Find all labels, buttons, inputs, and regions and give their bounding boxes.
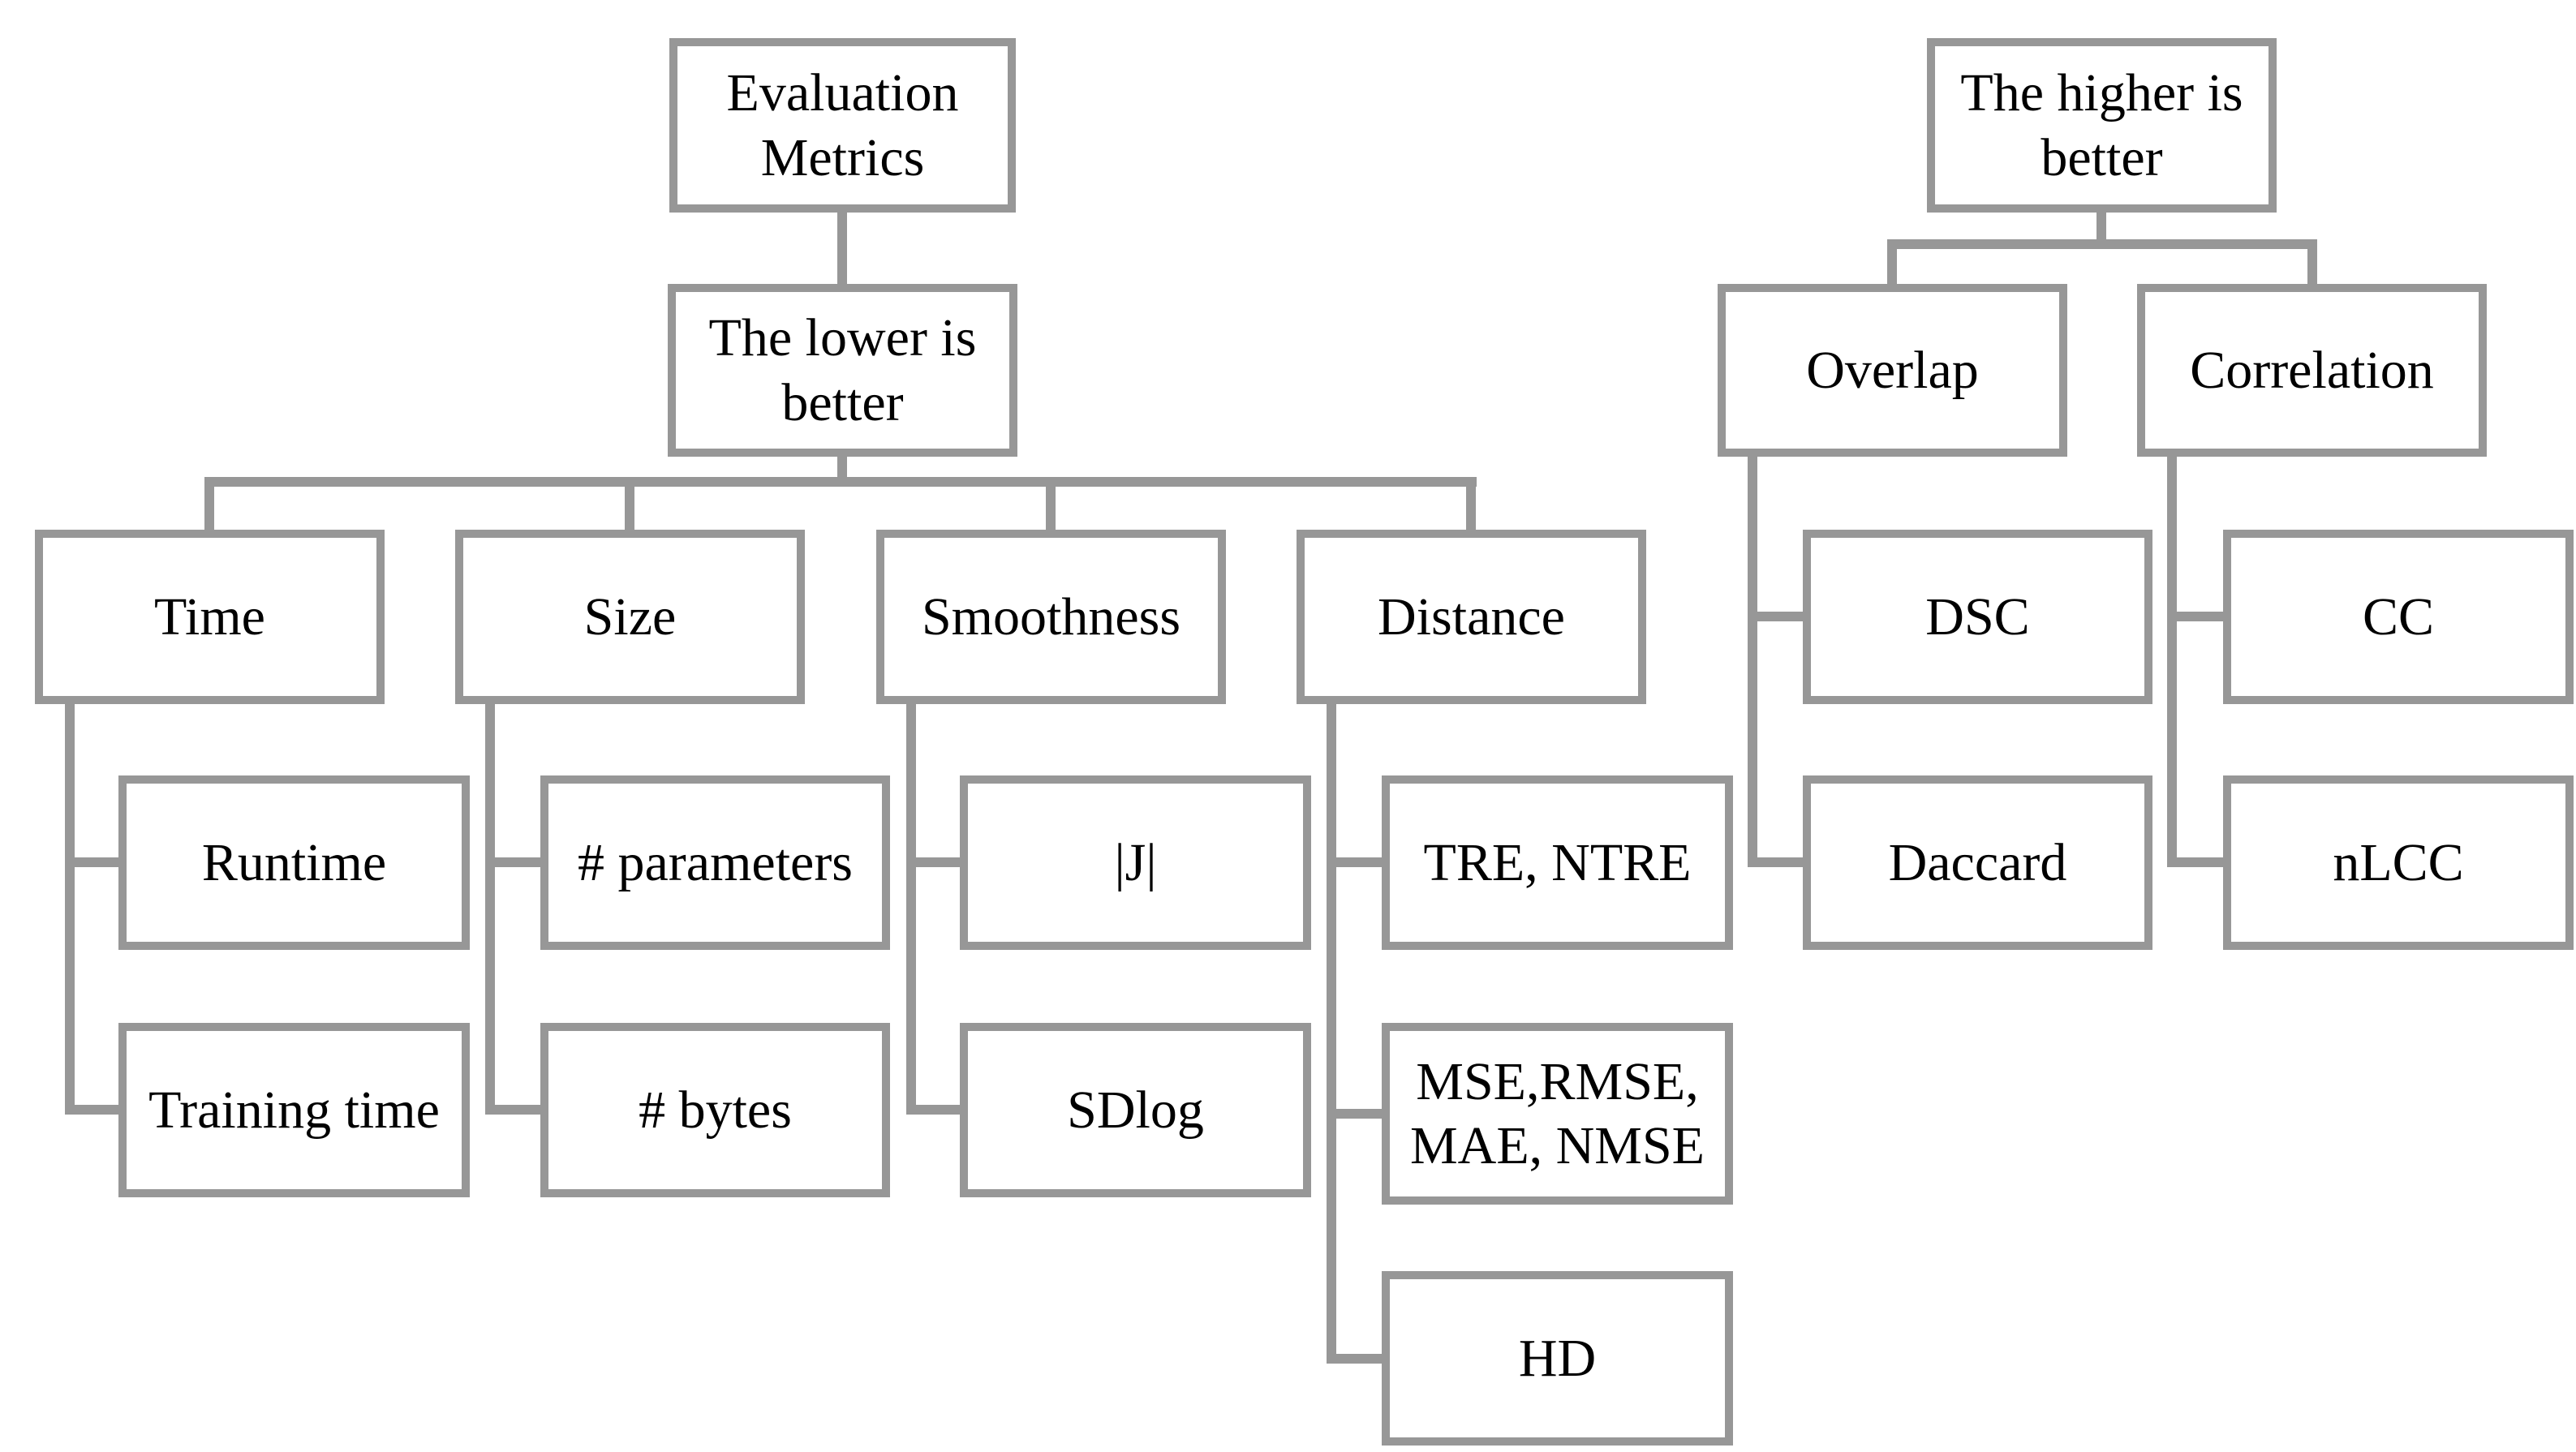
connector-eval-to-lower <box>837 213 847 284</box>
node-num-parameters: # parameters <box>540 775 890 950</box>
connector-correlation-to-cc <box>2167 612 2223 621</box>
connector-bar-to-size <box>625 477 634 530</box>
node-dsc: DSC <box>1803 530 2152 704</box>
connector-distance-to-mse <box>1327 1109 1382 1119</box>
connector-smoothness-vertical <box>906 704 916 1115</box>
connector-time-to-training-time <box>65 1105 118 1115</box>
node-tre-ntre: TRE, NTRE <box>1382 775 1733 950</box>
node-correlation: Correlation <box>2137 284 2487 457</box>
connector-overlap-to-dsc <box>1748 612 1803 621</box>
connector-smoothness-to-jacobian <box>906 857 960 867</box>
node-time: Time <box>35 530 385 704</box>
node-the-lower-is-better: The lower is better <box>668 284 1017 457</box>
node-size: Size <box>455 530 805 704</box>
node-runtime: Runtime <box>118 775 470 950</box>
connector-bar-to-smoothness <box>1046 477 1056 530</box>
node-jacobian-determinant: |J| <box>960 775 1311 950</box>
connector-time-to-runtime <box>65 857 118 867</box>
connector-bar-to-correlation <box>2307 239 2317 284</box>
node-overlap: Overlap <box>1718 284 2067 457</box>
connector-size-to-bytes <box>485 1105 540 1115</box>
connector-distance-to-hd <box>1327 1354 1382 1364</box>
node-sdlog: SDlog <box>960 1023 1311 1197</box>
connector-size-to-parameters <box>485 857 540 867</box>
connector-distance-vertical <box>1327 704 1336 1364</box>
node-mse-rmse-mae-nmse: MSE,RMSE, MAE, NMSE <box>1382 1023 1733 1205</box>
connector-higher-branch-bar <box>1887 239 2317 249</box>
connector-correlation-to-nlcc <box>2167 857 2223 867</box>
node-distance: Distance <box>1297 530 1646 704</box>
connector-size-vertical <box>485 704 495 1115</box>
node-smoothness: Smoothness <box>876 530 1226 704</box>
connector-overlap-to-daccard <box>1748 857 1803 867</box>
connector-lower-branch-bar <box>204 477 1477 487</box>
node-hd: HD <box>1382 1271 1733 1446</box>
node-cc: CC <box>2223 530 2574 704</box>
node-the-higher-is-better: The higher is better <box>1927 38 2277 213</box>
connector-correlation-vertical <box>2167 457 2177 867</box>
connector-bar-to-time <box>204 477 214 530</box>
connector-overlap-vertical <box>1748 457 1757 867</box>
node-daccard: Daccard <box>1803 775 2152 950</box>
connector-bar-to-distance <box>1466 477 1476 530</box>
connector-smoothness-to-sdlog <box>906 1105 960 1115</box>
connector-bar-to-overlap <box>1887 239 1897 284</box>
node-evaluation-metrics: Evaluation Metrics <box>669 38 1016 213</box>
connector-time-vertical <box>65 704 75 1115</box>
connector-distance-to-tre <box>1327 857 1382 867</box>
node-training-time: Training time <box>118 1023 470 1197</box>
node-num-bytes: # bytes <box>540 1023 890 1197</box>
node-nlcc: nLCC <box>2223 775 2574 950</box>
